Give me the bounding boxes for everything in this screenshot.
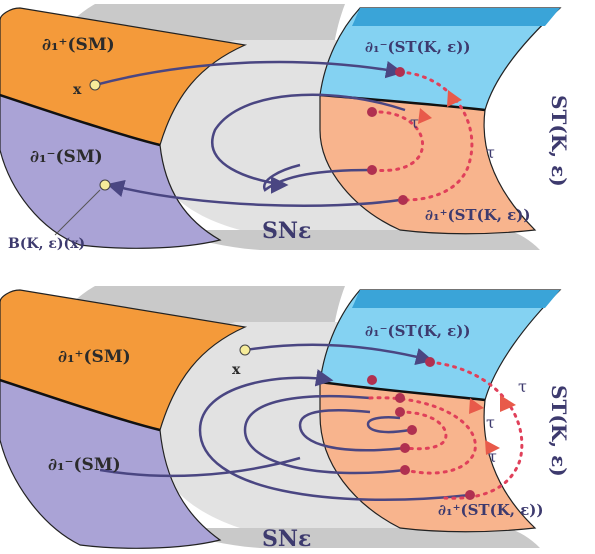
top-label-x: x	[73, 82, 82, 98]
bottom-trajectory-mid	[243, 394, 406, 475]
top-seam-left	[0, 93, 161, 147]
bottom-trajectory-inner	[298, 408, 406, 452]
top-panel: ∂₁⁺(SM) ∂₁⁻(SM) x B(K, ε)(x) ∂₁⁻(ST(K, ε…	[0, 4, 571, 252]
bottom-seam-right	[319, 380, 486, 402]
bottom-label-minus-st: ∂₁⁻(ST(K, ε))	[365, 322, 470, 340]
top-label-minus-sm: ∂₁⁻(SM)	[30, 147, 103, 167]
top-label-b: B(K, ε)(x)	[8, 236, 85, 252]
top-red-dot-1	[395, 67, 405, 77]
top-point-b	[99, 179, 111, 191]
bottom-trajectory-outer	[198, 369, 471, 502]
bottom-label-plus-st: ∂₁⁺(ST(K, ε))	[438, 501, 543, 519]
bottom-label-st-side: ST(K, ε)	[547, 385, 571, 477]
bottom-trajectory-core	[366, 416, 411, 434]
bottom-red-dot-1	[425, 357, 435, 367]
top-trajectory-return	[106, 179, 401, 207]
bottom-label-sn: SNε	[262, 526, 311, 552]
bottom-label-tau-1: τ	[518, 377, 527, 396]
top-red-dot-2	[367, 107, 377, 117]
top-sn-tube	[150, 40, 430, 230]
bottom-point-x	[239, 344, 251, 356]
bottom-red-dot-2	[367, 375, 377, 385]
top-red-dot-3	[367, 165, 377, 175]
top-red-dot-4	[398, 195, 408, 205]
top-point-x	[89, 79, 101, 91]
bottom-label-plus-sm: ∂₁⁺(SM)	[58, 347, 131, 367]
top-label-minus-st: ∂₁⁻(ST(K, ε))	[365, 38, 470, 56]
bottom-dotted-arc-1	[428, 360, 524, 500]
top-flow-arrow-1	[418, 108, 432, 124]
top-leader-b	[54, 189, 101, 236]
top-dotted-arc-2	[370, 110, 424, 172]
top-label-plus-st: ∂₁⁺(ST(K, ε))	[425, 206, 530, 224]
bottom-red-dot-5	[407, 425, 417, 435]
bottom-blue-dark-strip	[352, 290, 560, 308]
bottom-red-dot-4	[395, 407, 405, 417]
top-label-plus-sm: ∂₁⁺(SM)	[42, 35, 115, 55]
top-label-st-side: ST(K, ε)	[547, 95, 571, 187]
top-trajectory-loop	[263, 163, 371, 192]
bottom-flow-arrow-3	[485, 440, 500, 455]
bottom-label-minus-sm: ∂₁⁻(SM)	[48, 455, 121, 475]
top-label-sn: SNε	[262, 218, 311, 244]
top-trajectory-inner	[211, 93, 406, 192]
bottom-trajectory-tail	[99, 456, 301, 478]
top-blue-dark-strip	[352, 8, 560, 26]
bottom-flow-arrow-2	[469, 398, 484, 414]
bottom-red-dot-3	[395, 393, 405, 403]
bottom-sn-tube	[150, 322, 430, 528]
top-label-tau-2: τ	[486, 143, 495, 162]
top-flow-arrow-2	[447, 90, 462, 107]
bottom-panel: ∂₁⁺(SM) ∂₁⁻(SM) x ∂₁⁻(ST(K, ε)) ∂₁⁺(ST(K…	[0, 286, 571, 552]
bottom-red-dot-7	[400, 465, 410, 475]
bottom-label-tau-2: τ	[486, 413, 495, 432]
top-label-tau-1: τ	[410, 113, 419, 132]
bottom-flow-arrow-1	[500, 395, 516, 412]
bottom-red-dot-8	[465, 490, 475, 500]
bottom-label-x: x	[232, 362, 241, 378]
bottom-label-tau-3: τ	[488, 447, 497, 466]
top-dotted-arc-1	[398, 70, 474, 202]
bottom-red-dot-6	[400, 443, 410, 453]
bottom-trajectory-x	[244, 343, 434, 366]
bottom-seam-left	[0, 378, 161, 432]
bottom-dotted-arc-3	[398, 410, 448, 451]
top-trajectory-x	[94, 60, 404, 87]
bottom-dotted-arc-2	[368, 396, 477, 475]
